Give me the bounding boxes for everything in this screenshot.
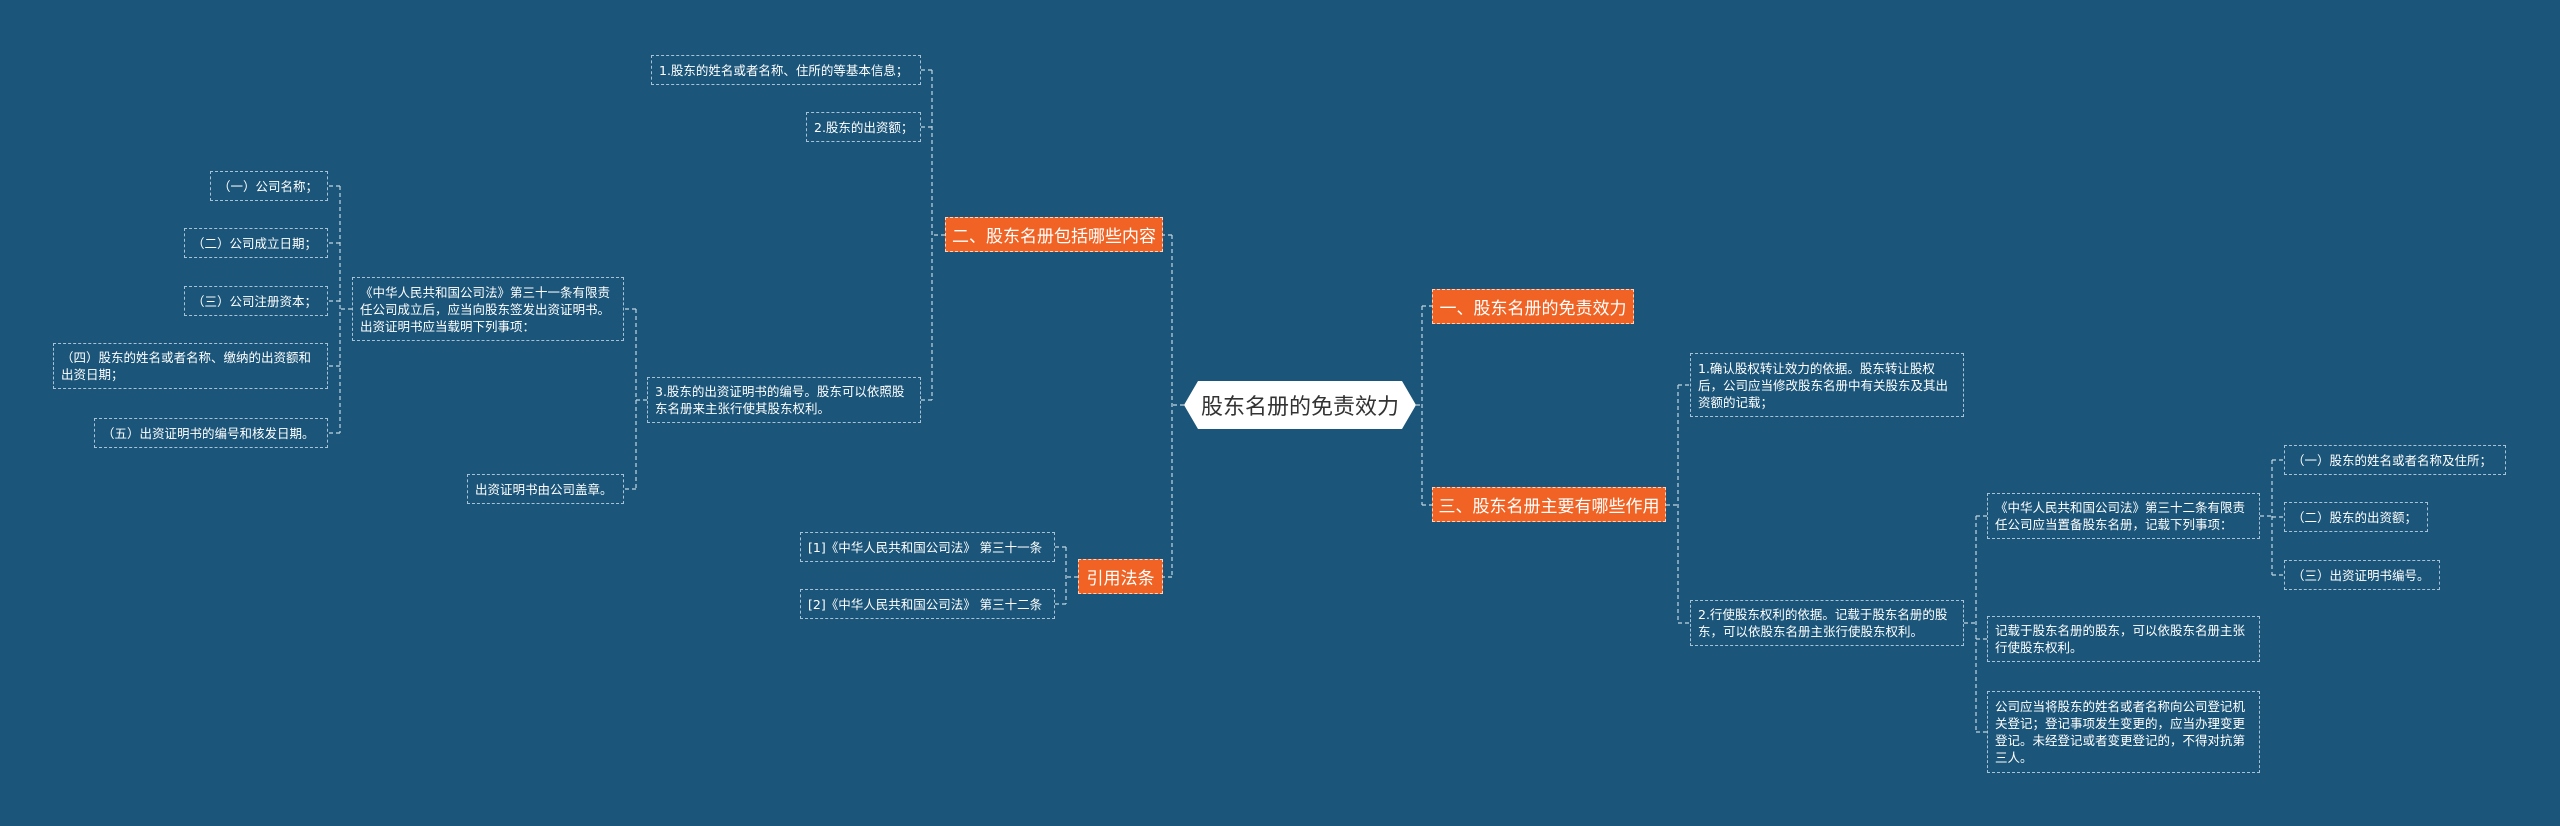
branch-register-contents[interactable]: 二、股东名册包括哪些内容 <box>945 217 1163 252</box>
branch-register-functions[interactable]: 三、股东名册主要有哪些作用 <box>1432 487 1666 522</box>
branch-cited-laws[interactable]: 引用法条 <box>1078 559 1163 594</box>
law-item-certificate-number[interactable]: （五）出资证明书的编号和核发日期。 <box>94 418 328 448</box>
register-rights-rule[interactable]: 记载于股东名册的股东，可以依股东名册主张行使股东权利。 <box>1987 616 2260 662</box>
certificate-seal-note[interactable]: 出资证明书由公司盖章。 <box>467 474 624 504</box>
content-item-basic-info[interactable]: 1.股东的姓名或者名称、住所的等基本信息； <box>651 55 921 85</box>
law-article-32-text[interactable]: 《中华人民共和国公司法》第三十二条有限责任公司应当置备股东名册，记载下列事项： <box>1987 493 2260 539</box>
law-item-company-name[interactable]: （一）公司名称； <box>210 171 328 201</box>
citation-article-32[interactable]: [2]《中华人民共和国公司法》 第三十二条 <box>800 589 1055 619</box>
content-item-certificate-number[interactable]: 3.股东的出资证明书的编号。股东可以依照股东名册来主张行使其股东权利。 <box>647 377 921 423</box>
content-item-capital[interactable]: 2.股东的出资额； <box>806 112 921 142</box>
function-transfer-basis[interactable]: 1.确认股权转让效力的依据。股东转让股权后，公司应当修改股东名册中有关股东及其出… <box>1690 353 1964 417</box>
branch-immunity-effect[interactable]: 一、股东名册的免责效力 <box>1432 289 1634 324</box>
registration-against-third-party-rule[interactable]: 公司应当将股东的姓名或者名称向公司登记机关登记；登记事项发生变更的，应当办理变更… <box>1987 691 2260 773</box>
law-item-shareholder-capital[interactable]: （四）股东的姓名或者名称、缴纳的出资额和出资日期； <box>53 343 328 389</box>
root-node[interactable]: 股东名册的免责效力 <box>1184 381 1416 429</box>
citation-article-31[interactable]: [1]《中华人民共和国公司法》 第三十一条 <box>800 532 1055 562</box>
law32-item-certificate-number[interactable]: （三）出资证明书编号。 <box>2284 560 2440 590</box>
law32-item-name-address[interactable]: （一）股东的姓名或者名称及住所； <box>2284 445 2506 475</box>
law-item-founding-date[interactable]: （二）公司成立日期； <box>184 228 328 258</box>
law32-item-capital[interactable]: （二）股东的出资额； <box>2284 502 2428 532</box>
function-rights-basis[interactable]: 2.行使股东权利的依据。记载于股东名册的股东，可以依股东名册主张行使股东权利。 <box>1690 600 1964 646</box>
law-item-registered-capital[interactable]: （三）公司注册资本； <box>184 286 328 316</box>
law-article-31-text[interactable]: 《中华人民共和国公司法》第三十一条有限责任公司成立后，应当向股东签发出资证明书。… <box>352 277 624 341</box>
